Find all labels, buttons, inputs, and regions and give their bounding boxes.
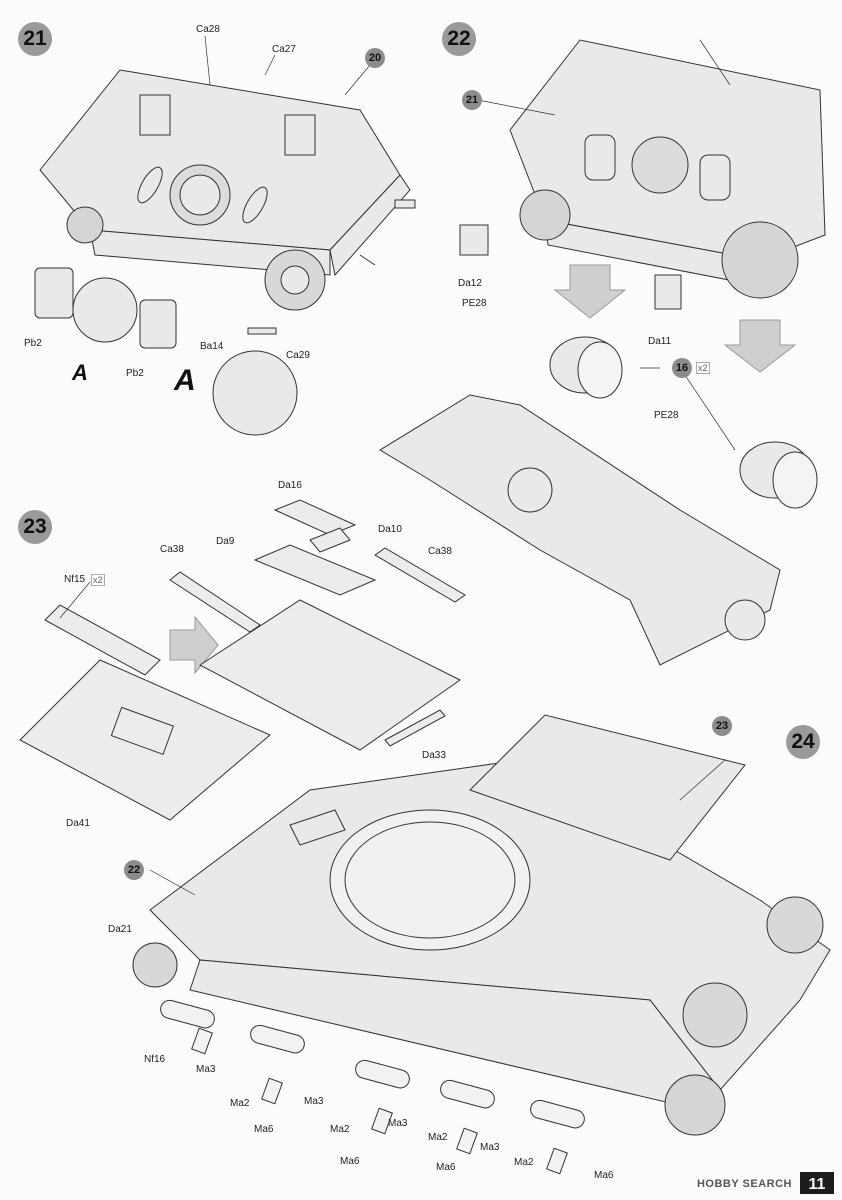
label-pb2-right: Pb2 [126,368,144,379]
step-number-22: 22 [442,22,476,56]
multiplier-nf15: x2 [91,574,105,586]
label-da16: Da16 [278,480,302,491]
label-da21: Da21 [108,924,132,935]
label-pb2-left: Pb2 [24,338,42,349]
label-ma3-3: Ma3 [388,1118,408,1129]
label-ca29: Ca29 [286,350,310,361]
label-ma6-4: Ma6 [594,1170,614,1181]
label-ca38-right: Ca38 [428,546,452,557]
label-ma3-2: Ma3 [304,1096,324,1107]
ref-step-20: 20 [365,48,385,68]
label-ca27: Ca27 [272,44,296,55]
label-ca28: Ca28 [196,24,220,35]
label-a-big: A [174,364,196,397]
label-ba14: Ba14 [200,341,224,352]
ref-step-23: 23 [712,716,732,736]
label-ma2-1: Ma2 [230,1098,250,1109]
label-ma2-4: Ma2 [514,1157,534,1168]
step-number-24: 24 [786,725,820,759]
label-nf16: Nf16 [144,1054,166,1065]
label-a-small: A [72,360,88,385]
label-ma3-1: Ma3 [196,1064,216,1075]
multiplier-16: x2 [696,362,710,374]
label-pe28-mid: PE28 [654,410,679,421]
ref-part-16: 16 [672,358,692,378]
watermark-text: HOBBY SEARCH [696,1178,792,1190]
label-da9: Da9 [216,536,235,547]
page-number: 11 [800,1172,834,1194]
step-number-21: 21 [18,22,52,56]
step-number-23: 23 [18,510,52,544]
label-da33: Da33 [422,750,446,761]
ref-step-21: 21 [462,90,482,110]
watermark: HOBBY SEARCH [697,1178,792,1190]
label-ma6-1: Ma6 [254,1124,274,1135]
label-ma6-2: Ma6 [340,1156,360,1167]
label-da11: Da11 [648,336,672,347]
label-da12: Da12 [458,278,482,289]
label-ma3-4: Ma3 [480,1142,500,1153]
ref-step-22: 22 [124,860,144,880]
label-ca38-left: Ca38 [160,544,184,555]
label-nf15: Nf15 [64,574,86,585]
label-ma2-3: Ma2 [428,1132,448,1143]
label-da41: Da41 [66,818,90,829]
label-da10: Da10 [378,524,402,535]
label-pe28-top: PE28 [462,298,487,309]
label-ma6-3: Ma6 [436,1162,456,1173]
label-ma2-2: Ma2 [330,1124,350,1135]
